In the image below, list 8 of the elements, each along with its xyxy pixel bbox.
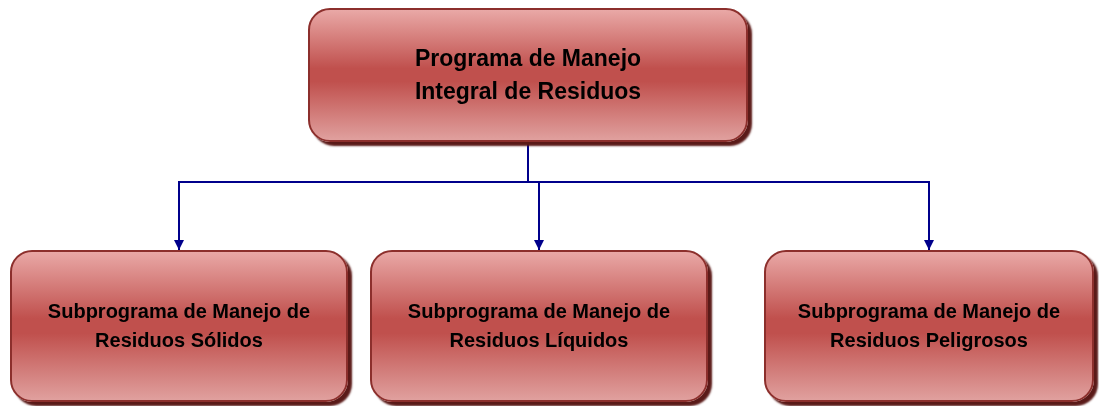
process-box — [764, 250, 1094, 402]
process-box — [10, 250, 348, 402]
box-label: Programa de Manejo Integral de Residuos — [413, 43, 643, 106]
process-box — [308, 8, 748, 142]
box-label: Subprograma de Manejo de Residuos Peligrosos — [796, 299, 1062, 353]
box-label: Subprograma de Manejo de Residuos Líquidos — [406, 299, 672, 353]
process-box — [370, 250, 708, 402]
box-label: Subprograma de Manejo de Residuos Sólidos — [46, 299, 312, 353]
